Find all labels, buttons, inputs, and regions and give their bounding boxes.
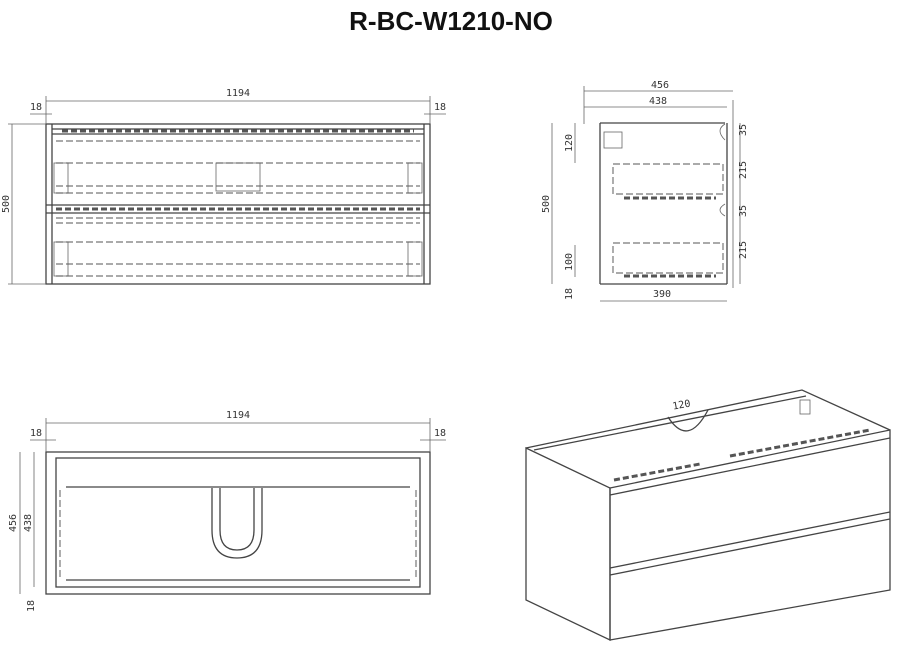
front-outline [45, 123, 431, 285]
dim-gap-top: 35 [738, 124, 749, 136]
iso-view: 120 [525, 389, 891, 642]
front-view: 1194 18 18 500 [1, 88, 446, 285]
hinge [53, 241, 69, 277]
wall-bracket [799, 399, 811, 415]
top-outline [45, 451, 431, 595]
dim-right-panel: 18 [434, 428, 446, 439]
dim-depth-inner: 438 [23, 514, 34, 532]
dim-left-panel: 18 [30, 428, 42, 439]
dim-width: 1194 [226, 88, 250, 99]
dim-cutout: 120 [672, 399, 692, 413]
dim-height: 500 [1, 195, 12, 213]
dim-back-panel: 18 [26, 600, 37, 612]
dim-base: 18 [564, 288, 575, 300]
center-bracket [215, 162, 261, 192]
siphon-cutout [211, 488, 263, 559]
hinge [53, 162, 69, 194]
dim-left-panel: 18 [30, 102, 42, 113]
dim-right-panel: 18 [434, 102, 446, 113]
dim-width: 1194 [226, 410, 250, 421]
drawer-top-outline [612, 163, 724, 195]
dim-top-offset: 120 [564, 134, 575, 152]
dim-drawer-bottom: 215 [738, 241, 749, 259]
hinge [407, 241, 423, 277]
dim-depth-total: 456 [651, 80, 669, 91]
hinge [407, 162, 423, 194]
dim-drawer-depth: 390 [653, 289, 671, 300]
dim-drawer-top: 215 [738, 161, 749, 179]
dim-bottom-offset: 100 [564, 253, 575, 271]
dim-gap-mid: 35 [738, 205, 749, 217]
dim-depth-inner: 438 [649, 96, 667, 107]
top-view: 1194 18 18 456 438 18 [8, 410, 446, 612]
siphon-cutout [667, 409, 709, 432]
dim-depth-total: 456 [8, 514, 19, 532]
drawer-bottom-outline [612, 242, 724, 274]
dim-height: 500 [541, 195, 552, 213]
side-view: 456 438 500 120 100 18 390 35 215 35 215 [541, 80, 749, 302]
drawing-title: R-BC-W1210-NO [349, 6, 553, 36]
siphon [603, 131, 623, 149]
